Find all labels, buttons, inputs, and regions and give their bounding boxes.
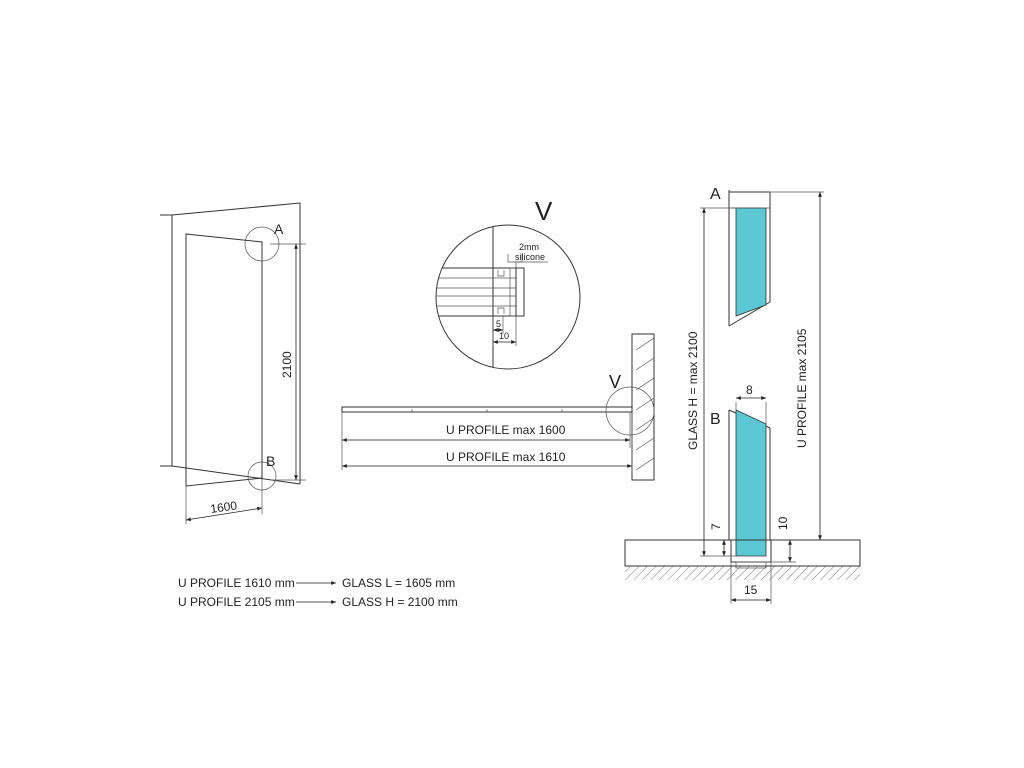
width-dimension-line: [185, 506, 263, 522]
conversion-row1-from: U PROFILE 1610 mm: [178, 576, 295, 590]
dim-5-text: 5: [496, 319, 501, 329]
floor-hatch: [625, 566, 860, 580]
section-label-b: B: [710, 411, 721, 428]
offset-7-text: 7: [709, 523, 723, 530]
profile-width-text: 15: [744, 583, 758, 597]
conversion-row1-to: GLASS L = 1605 mm: [342, 576, 455, 590]
silicone-label-1: 2mm: [519, 242, 539, 252]
detail-v: V 2mm silicone 5 10: [435, 196, 581, 370]
detail-label-a: A: [274, 221, 284, 237]
conversion-row2-from: U PROFILE 2105 mm: [178, 595, 295, 609]
section-view: A B 8 GLASS H = max 2100 U PROFILE max 2…: [624, 186, 861, 604]
glass-thickness-text: 8: [746, 383, 753, 397]
profile-dim-text-2: U PROFILE max 1610: [446, 450, 566, 464]
plan-view: V U PROFILE max 1600 U PROFILE max 1610: [341, 333, 655, 481]
detail-v-title: V: [535, 196, 553, 226]
conversion-notes: U PROFILE 1610 mm GLASS L = 1605 mm U PR…: [178, 576, 458, 609]
glass-bottom: [735, 409, 767, 557]
offset-10-text: 10: [776, 516, 790, 530]
glass-height-text: GLASS H = max 2100: [686, 331, 700, 450]
height-dimension-text: 2100: [280, 351, 294, 378]
silicone-label-2: silicone: [515, 252, 545, 262]
section-label-a: A: [710, 186, 721, 203]
detail-label-v: V: [609, 372, 621, 392]
door-elevation: A B 2100 1600: [160, 202, 306, 524]
profile-height-text: U PROFILE max 2105: [795, 328, 809, 448]
detail-label-b: B: [266, 453, 275, 469]
profile-dim-text-1: U PROFILE max 1600: [446, 423, 566, 437]
glass-top: [735, 207, 767, 317]
width-dimension-text: 1600: [209, 498, 238, 516]
dim-10-text: 10: [499, 331, 509, 341]
conversion-row2-to: GLASS H = 2100 mm: [342, 595, 458, 609]
